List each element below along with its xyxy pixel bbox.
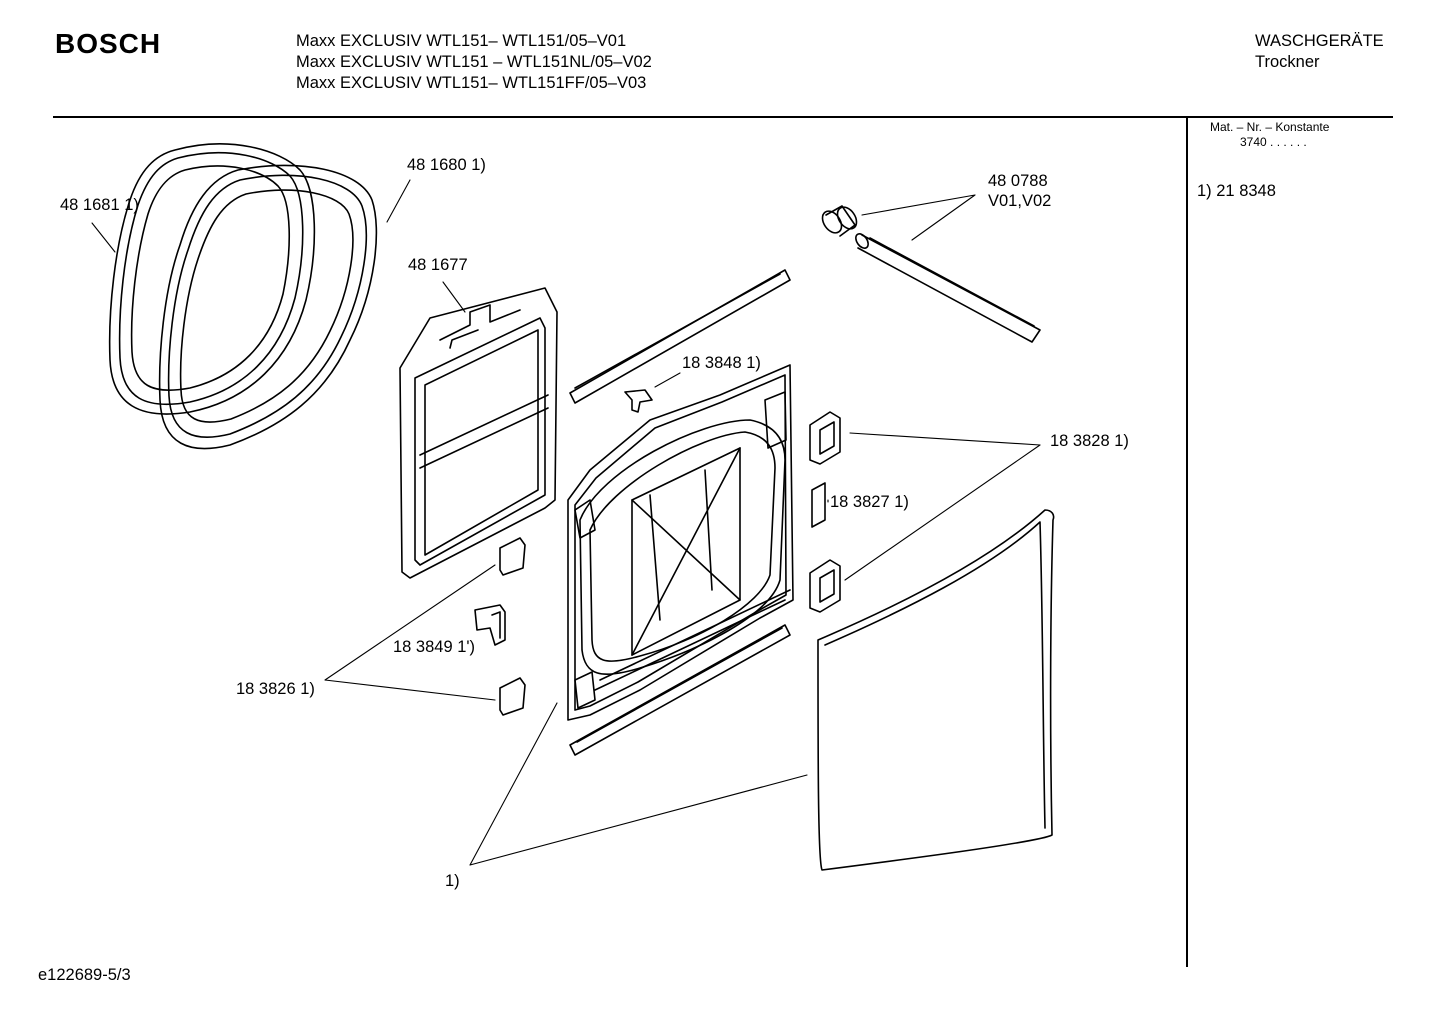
pad-top bbox=[499, 537, 526, 576]
small-hinge bbox=[474, 604, 506, 646]
label-frame: 48 1677 bbox=[408, 256, 468, 274]
door-shell bbox=[567, 364, 794, 721]
label-gasket-inner: 48 1680 1) bbox=[407, 156, 486, 174]
header-divider bbox=[53, 116, 1393, 118]
label-footnote: 1) bbox=[445, 872, 460, 890]
label-hinge: 18 3828 1) bbox=[1050, 432, 1129, 450]
mat-nr-value: 3740 . . . . . . bbox=[1240, 135, 1307, 149]
category-subtitle: Trockner bbox=[1255, 53, 1320, 71]
label-hose: 48 0788 bbox=[988, 172, 1048, 190]
leader-lines bbox=[91, 179, 1041, 866]
inner-door-frame bbox=[399, 287, 558, 579]
label-handle: 18 3848 1) bbox=[682, 354, 761, 372]
bottom-rail bbox=[569, 624, 791, 756]
label-small-hinge: 18 3849 1') bbox=[393, 638, 475, 656]
category-title: WASCHGERÄTE bbox=[1255, 32, 1384, 50]
document-id: e122689-5/3 bbox=[38, 966, 131, 984]
brand-logo: BOSCH bbox=[55, 28, 162, 59]
hinge-bottom bbox=[809, 559, 841, 613]
outer-door-panel bbox=[817, 509, 1055, 871]
model-line: Maxx EXCLUSIV WTL151 – WTL151NL/05–V02 bbox=[296, 53, 652, 71]
label-gasket-outer: 48 1681 1) bbox=[60, 196, 139, 214]
door-gasket-inner bbox=[158, 164, 378, 450]
footnote-ref: 1) 21 8348 bbox=[1197, 182, 1276, 200]
top-rail bbox=[569, 269, 791, 404]
mat-nr-label: Mat. – Nr. – Konstante bbox=[1210, 120, 1330, 134]
door-strip bbox=[811, 482, 826, 528]
sidebar-divider bbox=[1186, 117, 1188, 967]
door-handle bbox=[624, 389, 653, 413]
model-line: Maxx EXCLUSIV WTL151– WTL151/05–V01 bbox=[296, 32, 627, 50]
label-pad: 18 3826 1) bbox=[236, 680, 315, 698]
model-list: Maxx EXCLUSIV WTL151– WTL151/05–V01 Maxx… bbox=[296, 31, 652, 94]
pad-bottom bbox=[499, 677, 526, 716]
label-strip: 18 3827 1) bbox=[830, 493, 909, 511]
filter-hose bbox=[821, 205, 1041, 343]
label-hose-variant: V01,V02 bbox=[988, 192, 1051, 210]
hinge-top bbox=[809, 411, 841, 465]
model-line: Maxx EXCLUSIV WTL151– WTL151FF/05–V03 bbox=[296, 74, 647, 92]
category-block: WASCHGERÄTE Trockner bbox=[1255, 31, 1384, 73]
